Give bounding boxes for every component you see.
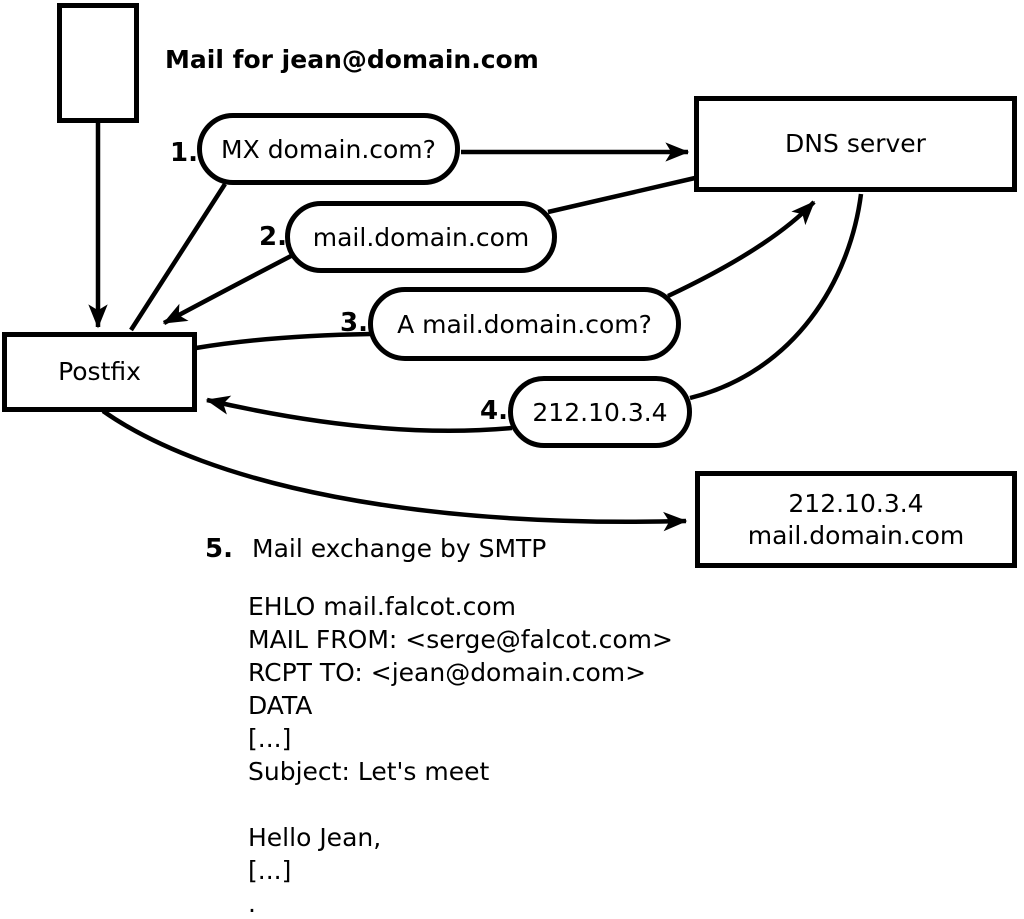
- smtp-line: Subject: Let's meet: [248, 757, 490, 786]
- mail-server-ip: 212.10.3.4: [788, 489, 924, 519]
- step-5-label: Mail exchange by SMTP: [252, 534, 547, 563]
- pill-a-query-label: A mail.domain.com?: [397, 309, 652, 339]
- connector-dns-to-mx-reply: [547, 175, 696, 215]
- smtp-line: [...]: [248, 724, 292, 753]
- arrow-a-query-to-dns: [667, 200, 816, 299]
- step-1-number: 1.: [170, 138, 198, 168]
- pill-a-reply-label: 212.10.3.4: [532, 397, 668, 427]
- smtp-line: DATA: [248, 691, 313, 720]
- smtp-line: .: [248, 889, 256, 918]
- pill-mx-query: MX domain.com?: [197, 113, 460, 185]
- arrow-a-reply-to-postfix: [205, 395, 513, 434]
- step-3-number: 3.: [340, 308, 368, 338]
- connector-postfix-to-a-query: [195, 331, 372, 351]
- mail-server-node: 212.10.3.4 mail.domain.com: [695, 471, 1017, 568]
- dns-server-node: DNS server: [694, 96, 1017, 192]
- step-5-number: 5.: [205, 534, 233, 564]
- mail-server-hostname: mail.domain.com: [747, 520, 965, 550]
- arrow-smtp-exchange: [101, 409, 688, 532]
- connector-postfix-to-mx-query: [129, 182, 227, 332]
- smtp-line: [248, 788, 673, 821]
- step-4-number: 4.: [480, 396, 508, 426]
- smtp-line: Hello Jean,: [248, 823, 382, 852]
- dns-server-label: DNS server: [785, 129, 926, 159]
- pill-a-query: A mail.domain.com?: [368, 287, 681, 361]
- smtp-line: [...]: [248, 856, 292, 885]
- pill-mx-reply: mail.domain.com: [285, 201, 557, 273]
- smtp-session-transcript: EHLO mail.falcot.com MAIL FROM: <serge@f…: [248, 590, 673, 919]
- diagram-title: Mail for jean@domain.com: [165, 45, 539, 74]
- arrow-mx-reply-to-postfix: [162, 254, 293, 325]
- smtp-line: MAIL FROM: <serge@falcot.com>: [248, 625, 673, 654]
- smtp-line: RCPT TO: <jean@domain.com>: [248, 658, 647, 687]
- postfix-label: Postfix: [58, 357, 141, 387]
- pill-mx-reply-label: mail.domain.com: [312, 222, 530, 252]
- smtp-line: EHLO mail.falcot.com: [248, 592, 517, 621]
- postfix-node: Postfix: [2, 332, 197, 412]
- mail-message-icon: [57, 3, 139, 123]
- step-2-number: 2.: [259, 222, 287, 252]
- pill-mx-query-label: MX domain.com?: [221, 134, 436, 164]
- pill-a-reply: 212.10.3.4: [508, 376, 692, 448]
- connector-dns-to-a-reply: [689, 193, 864, 401]
